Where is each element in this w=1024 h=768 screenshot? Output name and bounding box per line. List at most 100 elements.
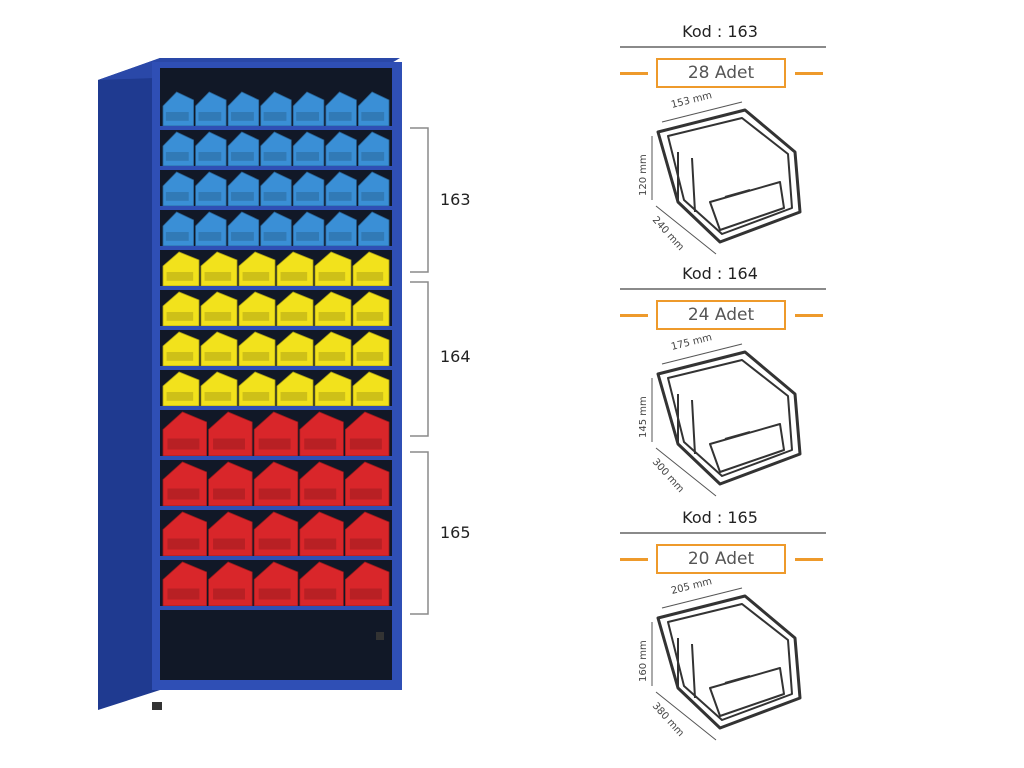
shelf	[160, 456, 392, 460]
dimension-depth: 240 mm	[650, 215, 686, 253]
bin-label-slot	[318, 352, 346, 361]
dimension-depth: 300 mm	[650, 457, 686, 495]
bin-label-slot	[167, 488, 200, 500]
bin-label-slot	[361, 232, 385, 241]
bin-label-slot	[258, 588, 291, 600]
bin-label-slot	[361, 152, 385, 161]
bin-label-slot	[258, 538, 291, 550]
bin-label-slot	[198, 112, 222, 121]
bin-label-slot	[304, 538, 337, 550]
accent-tick	[795, 72, 823, 75]
cabinet-side-panel	[98, 58, 160, 710]
bin-label-slot	[231, 112, 254, 121]
bin-label-slot	[296, 112, 319, 121]
bin-label-slot	[242, 312, 270, 321]
bin-label-slot	[166, 312, 194, 321]
bin-label-slot	[263, 232, 287, 241]
bracket-label-164: 164	[440, 347, 471, 366]
quantity-box: 28 Adet	[656, 58, 786, 88]
bin-label-slot	[280, 352, 308, 361]
bin-label-slot	[258, 438, 291, 450]
bin-label-slot	[328, 232, 352, 241]
bracket-164	[410, 281, 429, 437]
bin-label-slot	[361, 192, 385, 201]
bin-outline-icon	[656, 350, 802, 486]
bin-label-slot	[280, 312, 308, 321]
bin-label-slot	[167, 588, 200, 600]
bracket-165	[410, 451, 429, 615]
bin-label-slot	[328, 192, 352, 201]
bin-label-slot	[356, 272, 384, 281]
bin-label-slot	[231, 152, 254, 161]
bin-label-slot	[213, 588, 245, 600]
bin-label-slot	[349, 538, 382, 550]
bin-label-slot	[167, 438, 200, 450]
bin-label-slot	[280, 392, 308, 401]
bin-label-slot	[258, 488, 291, 500]
shelf	[160, 246, 392, 250]
bin-label-slot	[198, 152, 222, 161]
bin-label-slot	[204, 392, 232, 401]
bin-label-slot	[213, 538, 245, 550]
bin-label-slot	[280, 272, 308, 281]
bracket-label-163: 163	[440, 190, 471, 209]
kod-label: Kod : 163	[682, 22, 758, 41]
bin-label-slot	[204, 312, 232, 321]
bin-label-slot	[165, 152, 189, 161]
accent-tick	[795, 558, 823, 561]
bin-label-slot	[318, 312, 346, 321]
shelf	[160, 206, 392, 210]
bin-label-slot	[296, 232, 319, 241]
bin-label-slot	[165, 192, 189, 201]
shelf	[160, 166, 392, 170]
accent-tick	[620, 558, 648, 561]
dimension-width: 205 mm	[670, 578, 713, 597]
shelf	[160, 506, 392, 510]
bin-outline-icon	[656, 108, 802, 244]
bin-diagram: 175 mm 145 mm 300 mm	[638, 334, 802, 497]
bin-label-slot	[304, 488, 337, 500]
shelf	[160, 556, 392, 560]
bin-rows	[160, 91, 392, 610]
dimension-depth: 380 mm	[650, 701, 686, 739]
bin-label-slot	[349, 438, 382, 450]
bin-diagram: 153 mm 120 mm 240 mm	[638, 92, 802, 255]
bin-label-slot	[231, 232, 254, 241]
bin-label-slot	[318, 392, 346, 401]
bin-label-slot	[304, 438, 337, 450]
bin-label-slot	[263, 192, 287, 201]
bin-label-slot	[328, 152, 352, 161]
bin-label-slot	[213, 438, 245, 450]
cabinet-foot	[376, 632, 384, 640]
bin-label-slot	[204, 352, 232, 361]
shelf	[160, 126, 392, 130]
bin-label-slot	[242, 272, 270, 281]
quantity-box: 20 Adet	[656, 544, 786, 574]
bin-label-slot	[213, 488, 245, 500]
bin-label-slot	[165, 232, 189, 241]
shelf	[160, 366, 392, 370]
bin-label-slot	[296, 192, 319, 201]
bin-label-slot	[242, 352, 270, 361]
bin-label-slot	[166, 392, 194, 401]
shelf	[160, 406, 392, 410]
dimension-width: 153 mm	[670, 92, 713, 111]
divider	[620, 288, 826, 290]
bin-label-slot	[328, 112, 352, 121]
bin-label-slot	[349, 588, 382, 600]
accent-tick	[795, 314, 823, 317]
accent-tick	[620, 314, 648, 317]
shelf	[160, 606, 392, 610]
dimension-height: 120 mm	[638, 154, 649, 196]
bracket-163	[410, 127, 429, 273]
bin-label-slot	[263, 112, 287, 121]
bin-outline-icon	[656, 594, 802, 730]
bin-label-slot	[356, 392, 384, 401]
bin-label-slot	[166, 272, 194, 281]
shelf	[160, 326, 392, 330]
divider	[620, 46, 826, 48]
bin-label-slot	[165, 112, 189, 121]
bin-label-slot	[356, 312, 384, 321]
bin-diagram: 205 mm 160 mm 380 mm	[638, 578, 802, 741]
kod-label: Kod : 165	[682, 508, 758, 527]
